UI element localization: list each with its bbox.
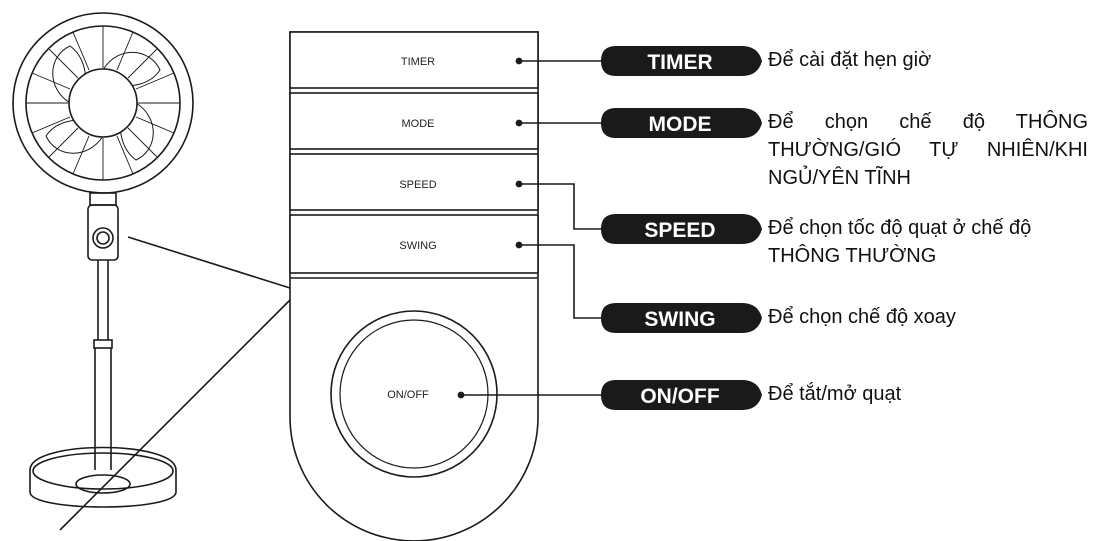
timer-button-label: TIMER: [401, 56, 435, 68]
power-ring-inner: [339, 319, 489, 469]
zoom-line-top: [127, 236, 291, 289]
swing-button-label: SWING: [399, 240, 436, 252]
pill-swing-label: SWING: [644, 308, 715, 331]
desc-swing-line-1: Để chọn chế độ xoay: [768, 306, 956, 328]
desc-mode: Để chọn chế độ THÔNG THƯỜNG/GIÓ TỰ NHIÊN…: [768, 108, 1088, 192]
desc-mode-line-2: THƯỜNG/GIÓ TỰ NHIÊN/KHI: [768, 139, 1088, 161]
desc-speed-line-2: THÔNG THƯỜNG: [768, 245, 937, 267]
desc-onoff: Để tắt/mở quạt: [768, 380, 1088, 408]
power-ring-outer: [330, 310, 498, 478]
fan-base: [29, 446, 177, 508]
pill-speed: SPEED: [601, 214, 762, 244]
panel-button-timer[interactable]: TIMER: [289, 31, 539, 89]
leader-lines: [461, 60, 610, 396]
fan-pole-collar: [93, 339, 113, 349]
desc-speed-line-1: Để chọn tốc độ quạt ở chế độ: [768, 217, 1032, 239]
pill-mode-label: MODE: [649, 113, 712, 136]
fan-base-socket: [75, 474, 131, 494]
panel-button-swing[interactable]: SWING: [289, 214, 539, 274]
swing-leader: [519, 244, 610, 319]
fan-housing-knob-inner: [96, 231, 110, 245]
power-button-label: ON/OFF: [387, 389, 429, 401]
pill-timer: TIMER: [601, 46, 762, 76]
speed-button-label: SPEED: [399, 179, 436, 191]
pill-onoff-label: ON/OFF: [640, 385, 719, 408]
stand-fan-illustration: [12, 12, 194, 508]
desc-mode-line-3: NGỦ/YÊN TĨNH: [768, 167, 911, 189]
fan-housing-knob: [92, 227, 114, 249]
desc-timer-line-1: Để cài đặt hẹn giờ: [768, 49, 932, 71]
panel-button-mode[interactable]: MODE: [289, 92, 539, 150]
mode-button-label: MODE: [402, 118, 435, 130]
pill-swing: SWING: [601, 303, 762, 333]
panel-button-speed[interactable]: SPEED: [289, 153, 539, 211]
desc-timer: Để cài đặt hẹn giờ: [768, 46, 1088, 74]
fan-neck-joint: [89, 192, 117, 206]
desc-speed: Để chọn tốc độ quạt ở chế độ THÔNG THƯỜN…: [768, 214, 1088, 270]
power-button[interactable]: ON/OFF: [330, 310, 498, 478]
desc-mode-line-1: Để chọn chế độ THÔNG: [768, 111, 1088, 133]
pill-speed-label: SPEED: [644, 219, 715, 242]
zoom-line-bottom: [59, 299, 291, 531]
fan-guard-grill: [26, 26, 180, 180]
speed-leader: [519, 183, 610, 230]
pill-onoff: ON/OFF: [601, 380, 762, 410]
fan-hub: [68, 68, 138, 138]
pill-mode: MODE: [601, 108, 762, 138]
fan-base-top-edge: [32, 452, 174, 490]
desc-swing: Để chọn chế độ xoay: [768, 303, 1088, 331]
pill-timer-label: TIMER: [647, 51, 712, 74]
fan-control-housing: [87, 204, 119, 261]
desc-onoff-line-1: Để tắt/mở quạt: [768, 383, 902, 405]
